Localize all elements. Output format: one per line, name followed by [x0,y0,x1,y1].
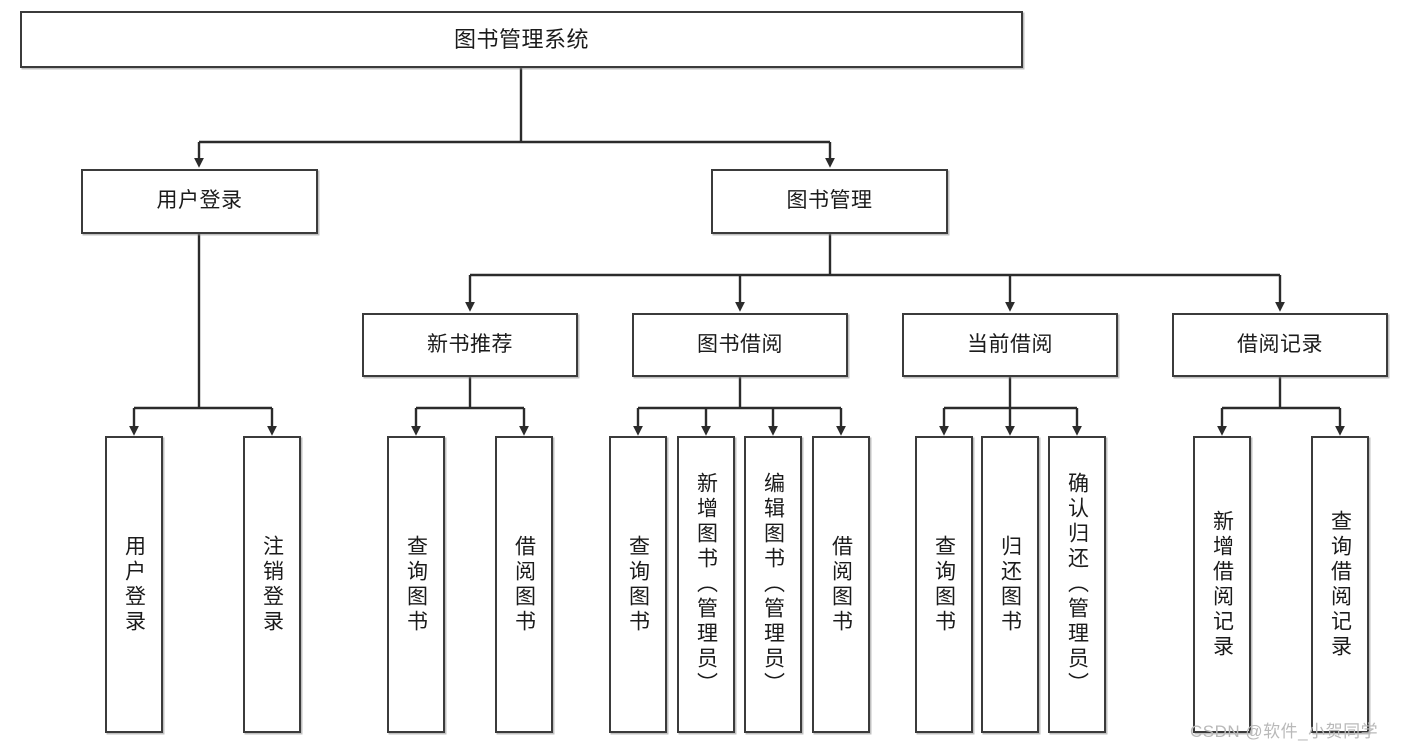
node-label: 图书管理系统 [453,26,589,52]
leaf-confirm-return-admin[interactable]: 确认归还（管理员） [1048,436,1106,733]
node-label: 查询图书 [626,534,650,635]
leaf-user-login[interactable]: 用户登录 [105,436,163,733]
node-label: 查询图书 [932,534,956,635]
leaf-query-borrow-record[interactable]: 查询借阅记录 [1311,436,1369,733]
node-label: 用户登录 [156,189,243,213]
leaf-borrow-book-2[interactable]: 借阅图书 [812,436,870,733]
leaf-query-book-2[interactable]: 查询图书 [609,436,667,733]
node-label: 图书管理 [786,189,873,213]
node-root-book-management-system[interactable]: 图书管理系统 [20,11,1023,68]
node-label: 确认归还（管理员） [1065,472,1089,697]
csdn-watermark: CSDN @软件_小贺同学 [1190,722,1379,741]
node-label: 查询借阅记录 [1328,509,1352,660]
leaf-query-book-3[interactable]: 查询图书 [915,436,973,733]
leaf-add-borrow-record[interactable]: 新增借阅记录 [1193,436,1251,733]
leaf-logout-login[interactable]: 注销登录 [243,436,301,733]
leaf-return-book[interactable]: 归还图书 [981,436,1039,733]
leaf-add-book-admin[interactable]: 新增图书（管理员） [677,436,735,733]
node-label: 查询图书 [404,534,428,635]
node-borrow-record[interactable]: 借阅记录 [1172,313,1388,377]
node-new-book-recommend[interactable]: 新书推荐 [362,313,578,377]
node-label: 新增图书（管理员） [694,472,718,697]
node-label: 用户登录 [122,534,146,635]
node-label: 借阅记录 [1237,332,1323,356]
node-label: 新增借阅记录 [1210,509,1234,660]
leaf-borrow-book-1[interactable]: 借阅图书 [495,436,553,733]
leaf-edit-book-admin[interactable]: 编辑图书（管理员） [744,436,802,733]
node-user-login[interactable]: 用户登录 [81,169,318,234]
node-label: 当前借阅 [967,332,1053,356]
leaf-query-book-1[interactable]: 查询图书 [387,436,445,733]
node-current-borrow[interactable]: 当前借阅 [902,313,1118,377]
node-book-borrow[interactable]: 图书借阅 [632,313,848,377]
node-label: 编辑图书（管理员） [761,472,785,697]
node-label: 借阅图书 [512,534,536,635]
node-label: 注销登录 [260,534,284,635]
node-label: 借阅图书 [829,534,853,635]
node-label: 图书借阅 [697,332,783,356]
node-book-manage[interactable]: 图书管理 [711,169,948,234]
node-label: 新书推荐 [427,332,513,356]
node-label: 归还图书 [998,534,1022,635]
